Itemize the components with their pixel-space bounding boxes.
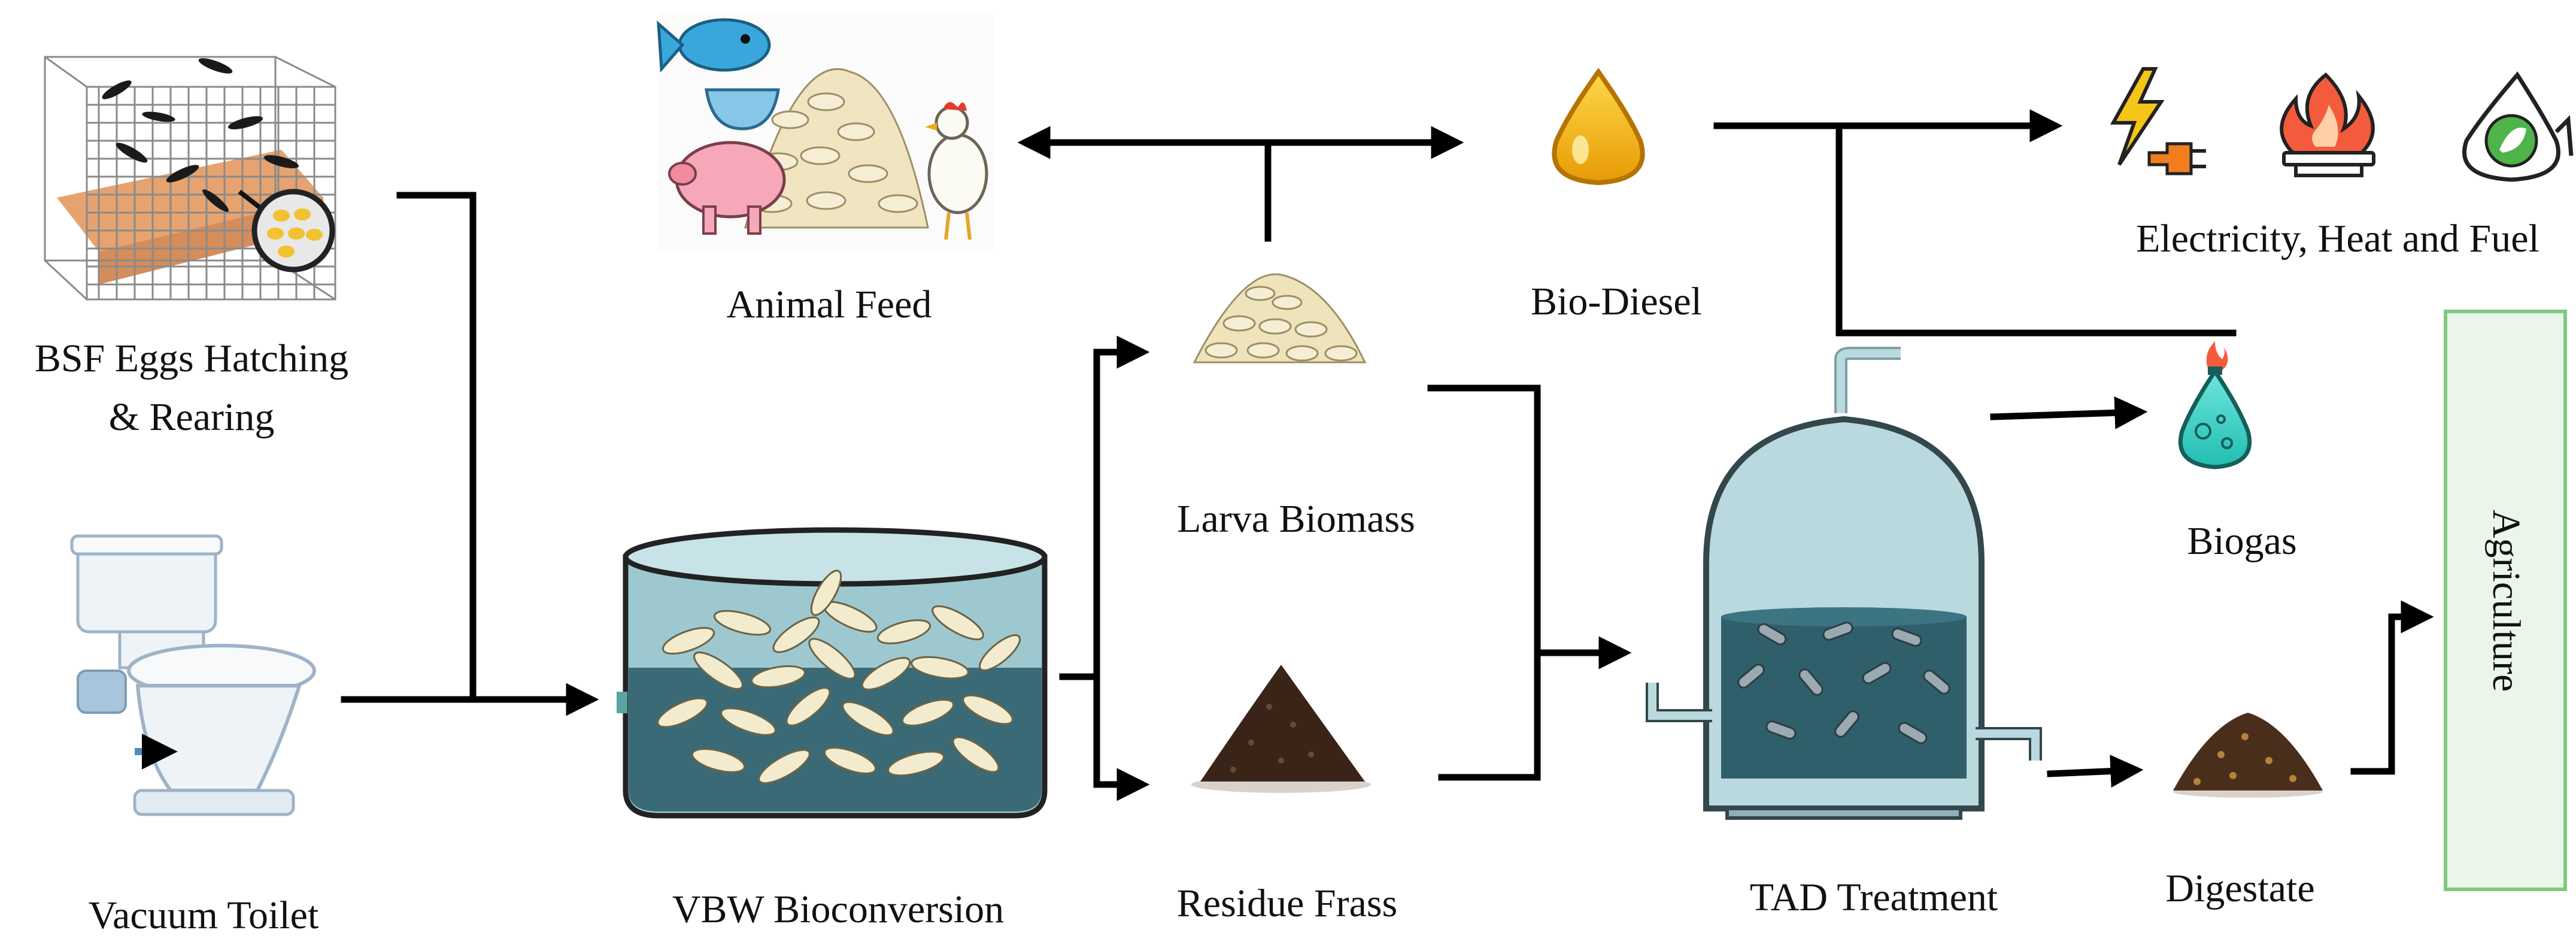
connector-bsf xyxy=(396,192,477,703)
arrow-vbw-to-frass xyxy=(1093,673,1150,801)
toilet-icon xyxy=(70,534,316,816)
residue-frass-label: Residue Frass xyxy=(1177,882,1397,925)
larva-pile-icon xyxy=(1193,273,1367,364)
digestate-pile-icon xyxy=(2173,713,2323,798)
frass-pile-icon xyxy=(1191,665,1371,793)
larva-biomass-label: Larva Biomass xyxy=(1177,497,1415,541)
bsf-label-line2: & Rearing xyxy=(109,395,275,439)
connectors xyxy=(341,109,2434,801)
digester-tank-icon xyxy=(1646,347,2042,820)
vbw-label: VBW Bioconversion xyxy=(672,888,1004,931)
tad-label: TAD Treatment xyxy=(1750,876,1998,919)
fly-cage-icon xyxy=(44,56,336,301)
animal-feed-icon xyxy=(657,12,994,252)
arrow-vbw-to-larva xyxy=(1093,335,1150,788)
gas-bag-icon xyxy=(2178,341,2252,470)
flame-burner-icon xyxy=(2280,72,2375,177)
arrow-digestate-to-agriculture xyxy=(2350,600,2434,775)
fuel-drop-icon xyxy=(2462,71,2574,182)
animal-feed-label: Animal Feed xyxy=(727,283,932,326)
arrow-tad-to-biogas xyxy=(1990,396,2148,429)
connector-larva-to-tad xyxy=(1427,384,1541,781)
lightning-plug-icon xyxy=(2110,67,2206,175)
larvae-tank-icon xyxy=(617,527,1048,819)
connector-diesel-to-agriculture xyxy=(1835,122,2237,337)
vacuum-toilet-label: Vacuum Toilet xyxy=(89,894,319,937)
bio-diesel-label: Bio-Diesel xyxy=(1531,280,1702,323)
biogas-label: Biogas xyxy=(2187,519,2296,563)
arrow-tad-to-digestate xyxy=(2047,755,2144,788)
digestate-label: Digestate xyxy=(2165,867,2314,910)
bsf-label-line1: BSF Eggs Hatching xyxy=(35,337,348,380)
agriculture-label: Agriculture xyxy=(2484,510,2528,692)
energy-label: Electricity, Heat and Fuel xyxy=(2136,217,2539,261)
agriculture-box xyxy=(2444,310,2567,891)
oil-drop-icon xyxy=(1552,68,1645,186)
